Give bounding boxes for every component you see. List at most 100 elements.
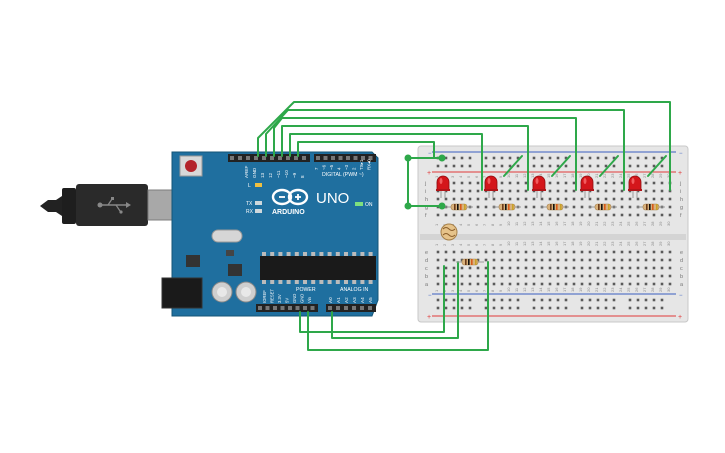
breadboard-hole[interactable]	[548, 213, 552, 217]
breadboard-hole[interactable]	[612, 181, 616, 185]
breadboard-hole[interactable]	[636, 213, 640, 217]
breadboard-hole[interactable]	[660, 266, 664, 270]
breadboard-hole[interactable]	[492, 250, 496, 254]
breadboard-hole[interactable]	[452, 298, 456, 302]
breadboard-hole[interactable]	[660, 282, 664, 286]
breadboard-hole[interactable]	[588, 213, 592, 217]
breadboard-hole[interactable]	[436, 274, 440, 278]
breadboard-hole[interactable]	[508, 298, 512, 302]
breadboard-hole[interactable]	[652, 156, 656, 160]
breadboard-hole[interactable]	[588, 197, 592, 201]
breadboard-hole[interactable]	[460, 156, 464, 160]
breadboard-hole[interactable]	[644, 250, 648, 254]
breadboard-hole[interactable]	[532, 197, 536, 201]
breadboard-hole[interactable]	[620, 258, 624, 262]
resistor-3[interactable]	[541, 203, 569, 211]
breadboard-hole[interactable]	[652, 306, 656, 310]
breadboard-hole[interactable]	[452, 164, 456, 168]
breadboard-hole[interactable]	[500, 306, 504, 310]
breadboard-hole[interactable]	[508, 306, 512, 310]
breadboard-hole[interactable]	[556, 258, 560, 262]
header-pin[interactable]	[361, 156, 365, 160]
breadboard-hole[interactable]	[596, 213, 600, 217]
breadboard-hole[interactable]	[556, 181, 560, 185]
breadboard-hole[interactable]	[508, 274, 512, 278]
breadboard-hole[interactable]	[532, 266, 536, 270]
breadboard-hole[interactable]	[532, 306, 536, 310]
breadboard-hole[interactable]	[628, 282, 632, 286]
breadboard-hole[interactable]	[508, 258, 512, 262]
breadboard-hole[interactable]	[484, 266, 488, 270]
breadboard-hole[interactable]	[476, 250, 480, 254]
breadboard-hole[interactable]	[508, 266, 512, 270]
breadboard-hole[interactable]	[580, 164, 584, 168]
breadboard-hole[interactable]	[556, 156, 560, 160]
resistor-6[interactable]	[456, 258, 484, 266]
breadboard-hole[interactable]	[620, 274, 624, 278]
breadboard-hole[interactable]	[572, 258, 576, 262]
breadboard-hole[interactable]	[668, 197, 672, 201]
breadboard-hole[interactable]	[564, 250, 568, 254]
breadboard-hole[interactable]	[660, 298, 664, 302]
breadboard-hole[interactable]	[636, 250, 640, 254]
breadboard-hole[interactable]	[524, 258, 528, 262]
breadboard-hole[interactable]	[612, 282, 616, 286]
breadboard-hole[interactable]	[540, 282, 544, 286]
breadboard-hole[interactable]	[460, 164, 464, 168]
breadboard-hole[interactable]	[604, 189, 608, 193]
breadboard-hole[interactable]	[596, 266, 600, 270]
breadboard-hole[interactable]	[564, 197, 568, 201]
breadboard-hole[interactable]	[668, 266, 672, 270]
breadboard-hole[interactable]	[612, 306, 616, 310]
breadboard-hole[interactable]	[460, 250, 464, 254]
breadboard-hole[interactable]	[468, 181, 472, 185]
breadboard-hole[interactable]	[564, 164, 568, 168]
breadboard-hole[interactable]	[604, 274, 608, 278]
breadboard-hole[interactable]	[508, 213, 512, 217]
header-pin[interactable]	[368, 156, 373, 160]
breadboard-hole[interactable]	[476, 274, 480, 278]
header-pin[interactable]	[254, 156, 258, 160]
breadboard-hole[interactable]	[452, 266, 456, 270]
breadboard-hole[interactable]	[492, 298, 496, 302]
breadboard-hole[interactable]	[436, 258, 440, 262]
breadboard-hole[interactable]	[612, 213, 616, 217]
breadboard-hole[interactable]	[564, 298, 568, 302]
breadboard-hole[interactable]	[508, 282, 512, 286]
breadboard-hole[interactable]	[636, 266, 640, 270]
breadboard-hole[interactable]	[540, 274, 544, 278]
breadboard-hole[interactable]	[500, 181, 504, 185]
header-pin[interactable]	[336, 306, 340, 310]
breadboard-hole[interactable]	[532, 164, 536, 168]
breadboard-hole[interactable]	[444, 250, 448, 254]
breadboard-hole[interactable]	[516, 181, 520, 185]
breadboard-hole[interactable]	[620, 213, 624, 217]
breadboard-hole[interactable]	[500, 282, 504, 286]
breadboard-hole[interactable]	[540, 197, 544, 201]
breadboard-hole[interactable]	[524, 274, 528, 278]
leds[interactable]	[436, 175, 642, 198]
breadboard-hole[interactable]	[636, 164, 640, 168]
breadboard-hole[interactable]	[548, 306, 552, 310]
breadboard-hole[interactable]	[436, 306, 440, 310]
breadboard-hole[interactable]	[604, 197, 608, 201]
breadboard-hole[interactable]	[628, 258, 632, 262]
breadboard-hole[interactable]	[460, 189, 464, 193]
breadboard-hole[interactable]	[540, 258, 544, 262]
breadboard-hole[interactable]	[660, 213, 664, 217]
breadboard-hole[interactable]	[524, 181, 528, 185]
led-1[interactable]	[436, 175, 450, 198]
breadboard-hole[interactable]	[452, 282, 456, 286]
breadboard-hole[interactable]	[636, 298, 640, 302]
header-pin[interactable]	[262, 156, 266, 160]
breadboard-hole[interactable]	[540, 213, 544, 217]
breadboard-hole[interactable]	[548, 282, 552, 286]
breadboard-hole[interactable]	[628, 250, 632, 254]
breadboard-hole[interactable]	[460, 298, 464, 302]
breadboard-hole[interactable]	[644, 156, 648, 160]
breadboard-hole[interactable]	[612, 156, 616, 160]
breadboard-hole[interactable]	[588, 306, 592, 310]
breadboard-hole[interactable]	[612, 197, 616, 201]
